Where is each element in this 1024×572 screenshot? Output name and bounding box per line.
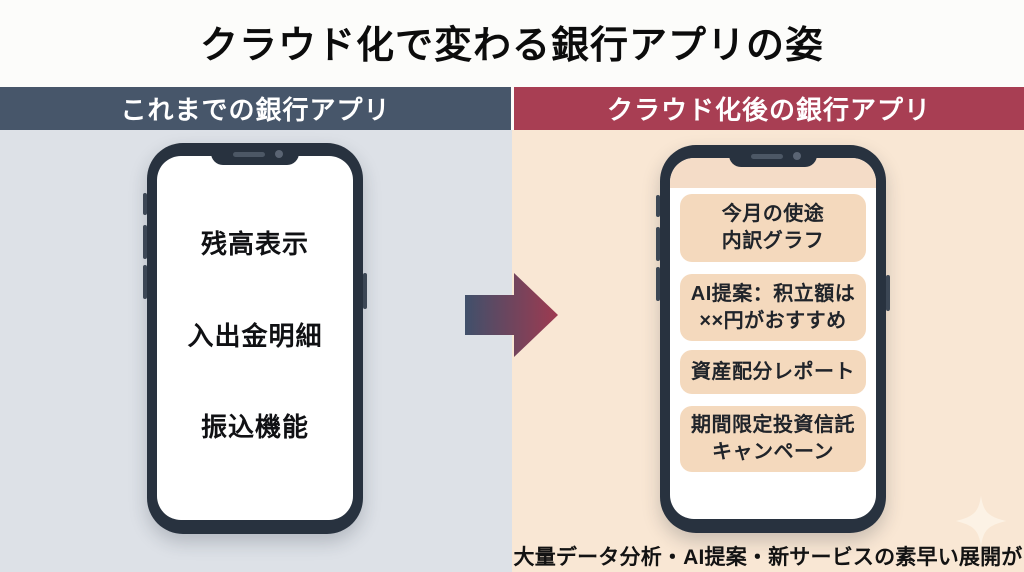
card-line: 内訳グラフ (721, 230, 825, 252)
left-header-label: これまでの銀行アプリ (120, 95, 391, 125)
card-ai-suggestion: AI提案：积立額は ××円がおすすめ (680, 274, 866, 341)
cloud-app-screen: 今月の使途 内訳グラフ AI提案：积立額は ××円がおすすめ 資産配分レポート … (670, 158, 876, 519)
phone-mute-button (656, 195, 660, 217)
card-line: キャンペーン (712, 441, 834, 463)
old-app-screen: 残高表示 入出金明細 振込機能 (157, 156, 353, 520)
card-line: 期間限定投資信託 (691, 414, 855, 436)
right-header-label: クラウド化後の銀行アプリ (606, 95, 931, 125)
phone-volume-down-button (143, 265, 147, 299)
phone-volume-up-button (656, 227, 660, 261)
speaker-slot (751, 154, 783, 159)
camera-dot (275, 150, 283, 158)
phone-power-button (363, 273, 367, 309)
left-column-header: これまでの銀行アプリ (0, 87, 511, 130)
old-feature-statement: 入出金明細 (187, 321, 323, 351)
sparkle-icon (955, 495, 1007, 547)
card-line: 今月の使途 (721, 203, 825, 225)
old-feature-transfer: 振込機能 (200, 412, 309, 442)
bottom-caption: 大量データ分析・AI提案・新サービスの素早い展開が可能に (513, 546, 1023, 569)
right-column-header: クラウド化後の銀行アプリ (514, 87, 1024, 130)
old-feature-balance: 残高表示 (200, 229, 309, 259)
camera-dot (793, 152, 801, 160)
old-app-phone: 残高表示 入出金明細 振込機能 (143, 143, 367, 534)
card-asset-report: 資産配分レポート (680, 350, 866, 394)
card-line: AI提案：积立額は (690, 282, 856, 305)
card-line: 資産配分レポート (691, 360, 855, 383)
cloud-app-phone: 今月の使途 内訳グラフ AI提案：积立額は ××円がおすすめ 資産配分レポート … (656, 145, 890, 533)
phone-power-button (886, 275, 890, 311)
speaker-slot (233, 152, 265, 157)
phone-volume-up-button (143, 225, 147, 259)
phone-mute-button (143, 193, 147, 215)
arrow-right-icon (464, 271, 560, 359)
card-spending-graph: 今月の使途 内訳グラフ (680, 194, 866, 262)
card-line: ××円がおすすめ (699, 309, 847, 332)
card-campaign: 期間限定投資信託 キャンペーン (680, 406, 866, 472)
page-title: クラウド化で変わる銀行アプリの姿 (199, 25, 824, 67)
phone-notch (729, 145, 817, 167)
phone-notch (211, 143, 299, 165)
phone-volume-down-button (656, 267, 660, 301)
